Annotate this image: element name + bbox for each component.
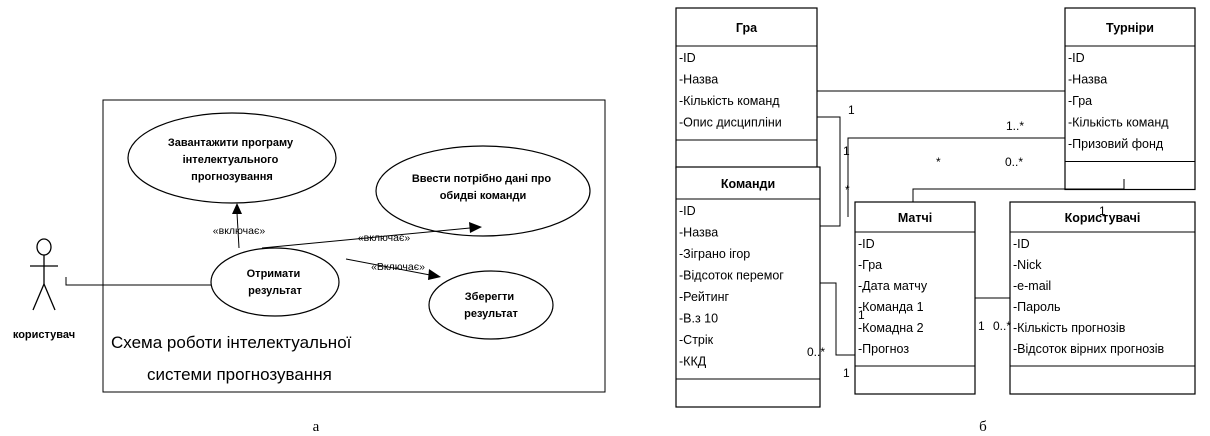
class-attribute: -Прогноз	[858, 342, 909, 356]
class-attribute: -Гра	[1068, 94, 1092, 108]
mult-tournament-0n: 0..*	[1005, 155, 1023, 169]
class-title-game: Гра	[736, 21, 758, 35]
class-attribute: -Назва	[1068, 73, 1107, 87]
use-case-enter-team-data	[375, 145, 591, 237]
class-attribute: -Кількість прогнозів	[1013, 321, 1126, 335]
class-attribute: -Команда 1	[858, 300, 924, 314]
class-attribute: -Назва	[679, 73, 718, 87]
actor-association	[65, 277, 214, 286]
class-attribute: -ID	[1068, 51, 1085, 65]
use-case-get-result	[210, 247, 340, 317]
use-case-save-result-label: Зберегти результат	[464, 291, 518, 320]
mult-match-1: 1	[858, 308, 865, 322]
class-attribute: -Призовий фонд	[1068, 137, 1164, 151]
class-attribute: -Дата матчу	[858, 279, 928, 293]
class-box-users	[1009, 201, 1196, 395]
class-box-teams	[675, 166, 821, 408]
class-attribute: -Стрік	[679, 333, 714, 347]
class-diagram: Гра -ID -Назва -Кількість команд -Опис дисци…	[675, 7, 1196, 435]
class-attribute: -В.з 10	[679, 312, 718, 326]
include-label-3: «Включає»	[371, 261, 425, 273]
class-connectors	[816, 80, 1125, 356]
class-attribute: -Відсоток вірних прогнозів	[1013, 342, 1165, 356]
class-attribute: -Назва	[679, 226, 718, 240]
actor-label: користувач	[13, 329, 75, 341]
arrowhead-3	[428, 269, 441, 280]
include-label-1: «включає»	[213, 225, 266, 237]
mult-matches-star: *	[936, 155, 941, 169]
system-caption: Схема роботи інтелектуальної системи про…	[111, 333, 356, 384]
use-case-get-result-label: Отримати результат	[247, 268, 304, 297]
actor-icon	[30, 238, 58, 311]
use-case-download-label: Завантажити програму інтелектуального пр…	[168, 137, 296, 183]
class-users: Користувачі -ID -Nick -e-mail -Пароль -Кількі…	[1009, 201, 1196, 395]
include-label-2: «включає»	[358, 232, 411, 244]
class-attribute: -Кількість команд	[1068, 116, 1169, 130]
class-title-tournaments: Турніри	[1106, 21, 1154, 35]
class-tournaments: Турніри -ID -Назва -Гра -Кількість команд -Пр…	[1064, 7, 1196, 191]
class-matches: Матчі -ID -Гра -Дата матчу -Команда 1 -Комадн…	[854, 201, 976, 395]
class-teams: Команди -ID -Назва -Зіграно ігор -Відсоток п…	[675, 166, 821, 408]
class-attribute: -ID	[1013, 237, 1030, 251]
class-attribute: -ID	[858, 237, 875, 251]
mult-match-bottom-1: 1	[843, 366, 850, 380]
mult-user-match-1: 1	[978, 319, 985, 333]
class-attribute: -Зіграно ігор	[679, 247, 750, 261]
class-boxes: Гра -ID -Назва -Кількість команд -Опис дисци…	[675, 7, 1196, 408]
class-attribute: -ККД	[679, 355, 707, 369]
mult-tournament-1n: 1..*	[1006, 119, 1024, 133]
class-box-tournaments	[1064, 7, 1196, 191]
class-attribute: -Кількість команд	[679, 94, 780, 108]
class-title-users: Користувачі	[1065, 211, 1141, 225]
class-attribute: -Рейтинг	[679, 290, 729, 304]
figure-label-a: а	[313, 419, 320, 435]
arrowhead-1	[232, 203, 242, 214]
class-title-matches: Матчі	[898, 211, 932, 225]
class-attribute: -Nick	[1013, 258, 1042, 272]
multiplicities: 1 1..* 1 * * 0..* 1 0..* 1 1 1 0..*	[807, 103, 1106, 380]
class-game: Гра -ID -Назва -Кількість команд -Опис дисци…	[675, 7, 818, 169]
class-attribute: -Опис дисципліни	[679, 116, 782, 130]
class-attribute: -Комадна 2	[858, 321, 924, 335]
mult-user-0n: 0..*	[993, 319, 1011, 333]
mult-game-1: 1	[848, 103, 855, 117]
mult-team-0n: 0..*	[807, 345, 825, 359]
class-attribute: -ID	[679, 51, 696, 65]
class-attribute: -Відсоток перемог	[679, 269, 784, 283]
figure-label-b: б	[979, 419, 987, 435]
mult-users-1: 1	[1099, 204, 1106, 218]
use-case-download-program	[127, 112, 337, 204]
system-boundary	[102, 99, 606, 393]
class-box-game	[675, 7, 818, 169]
class-attribute: -Гра	[858, 258, 882, 272]
use-case-enter-data-label: Ввести потрібно дані про обидві команди	[412, 173, 554, 202]
use-case-save-result	[428, 270, 554, 340]
mult-game-team-1: 1	[843, 144, 850, 158]
class-box-matches	[854, 201, 976, 395]
arrowhead-2	[469, 222, 482, 233]
class-attribute: -Пароль	[1013, 300, 1061, 314]
mult-team-star: *	[845, 183, 850, 197]
class-attribute: -ID	[679, 204, 696, 218]
class-title-teams: Команди	[721, 177, 775, 191]
use-case-diagram: користувач Завантажити програму інтелект…	[13, 99, 606, 435]
include-arrows	[236, 212, 471, 276]
class-attribute: -e-mail	[1013, 279, 1051, 293]
